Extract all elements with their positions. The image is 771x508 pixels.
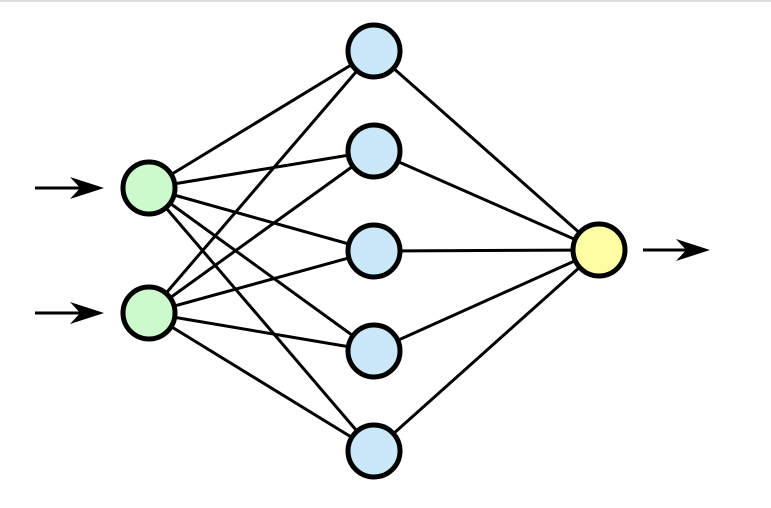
- edge-i2-h5: [148, 311, 375, 453]
- edge-i2-h2: [148, 149, 375, 315]
- hidden-node-5: [345, 422, 403, 480]
- hidden-node-4: [345, 322, 403, 380]
- edge-i2-h4: [148, 311, 375, 353]
- edge-i1-h2: [148, 149, 375, 190]
- hidden-layer: [345, 22, 403, 480]
- output-node: [570, 221, 628, 279]
- hidden-node-1: [345, 22, 403, 80]
- edges: [147, 49, 600, 453]
- input-node-2: [120, 284, 178, 342]
- input-layer: [120, 159, 178, 342]
- output-arrow: [643, 239, 710, 261]
- output-layer: [570, 221, 628, 279]
- edge-h3-o1: [373, 248, 600, 253]
- output-arrow-head: [676, 239, 710, 261]
- edge-i2-h1: [147, 50, 376, 314]
- edge-h1-o1: [373, 49, 600, 252]
- edge-i1-h3: [148, 186, 375, 253]
- hidden-node-3: [345, 222, 403, 280]
- edge-h4-o1: [373, 248, 600, 353]
- edge-h2-o1: [373, 149, 600, 252]
- input-arrow-1: [35, 177, 104, 199]
- input-node-1: [120, 159, 178, 217]
- input-arrow-2: [35, 302, 104, 324]
- hidden-node-2: [345, 122, 403, 180]
- edge-i2-h3: [148, 249, 375, 315]
- top-border-line: [0, 0, 771, 2]
- input-arrow-2-head: [70, 302, 104, 324]
- edge-i1-h1: [148, 49, 375, 190]
- edge-i1-h5: [147, 187, 376, 452]
- input-arrow-1-head: [70, 177, 104, 199]
- edge-i1-h4: [148, 186, 375, 353]
- edge-h5-o1: [373, 248, 600, 453]
